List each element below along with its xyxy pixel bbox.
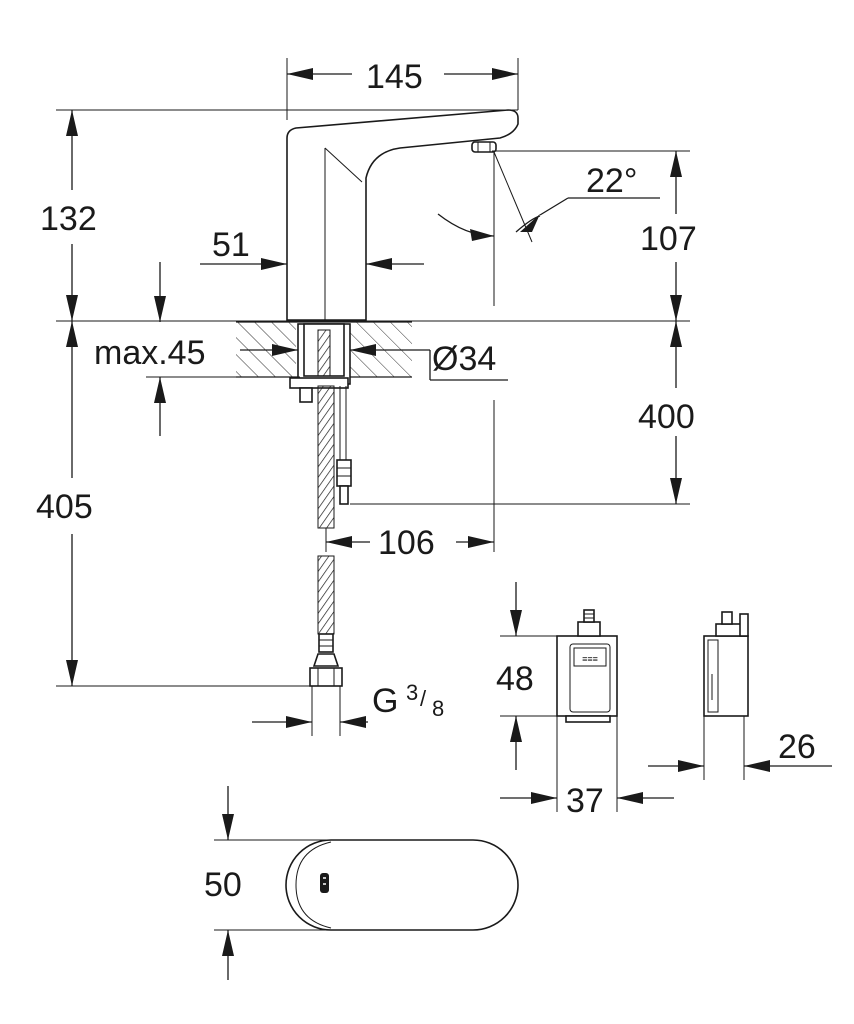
label-diameter-34: Ø34 (432, 340, 496, 378)
sensor-window (320, 873, 329, 893)
control-box-side (703, 635, 749, 717)
label-48: 48 (496, 660, 534, 698)
label-107: 107 (640, 220, 697, 258)
faucet-body (286, 109, 519, 321)
label-max-45: max.45 (94, 334, 206, 372)
label-22-degrees: 22° (586, 162, 637, 200)
supply-hoses (309, 385, 352, 687)
brand-logo: ≡≡≡ (582, 654, 598, 664)
dimension-labels: 145 132 51 22° 107 max.45 Ø34 400 405 10… (36, 58, 816, 904)
connection-nut (309, 667, 343, 687)
label-50: 50 (204, 866, 242, 904)
label-400: 400 (638, 398, 695, 436)
label-51: 51 (212, 226, 250, 264)
label-132: 132 (40, 200, 97, 238)
label-thread-g: G (372, 682, 398, 720)
label-106: 106 (378, 524, 435, 562)
label-thread-numerator: 3 (406, 680, 418, 705)
braided-hose-lower (317, 555, 335, 635)
control-box-front (556, 635, 618, 717)
label-thread-denominator: 8 (432, 696, 444, 721)
label-37: 37 (566, 782, 604, 820)
base-top-view (214, 786, 519, 980)
braided-hose-upper (317, 385, 335, 529)
label-thread-slash: / (420, 686, 427, 711)
label-26: 26 (778, 728, 816, 766)
control-box-front-view: ≡≡≡ (500, 582, 674, 812)
faucet-side-view (286, 109, 519, 321)
base-oval (285, 839, 519, 931)
label-145: 145 (366, 58, 423, 96)
label-405: 405 (36, 488, 93, 526)
dimension-lines (56, 58, 690, 736)
control-box-side-view (648, 611, 832, 780)
